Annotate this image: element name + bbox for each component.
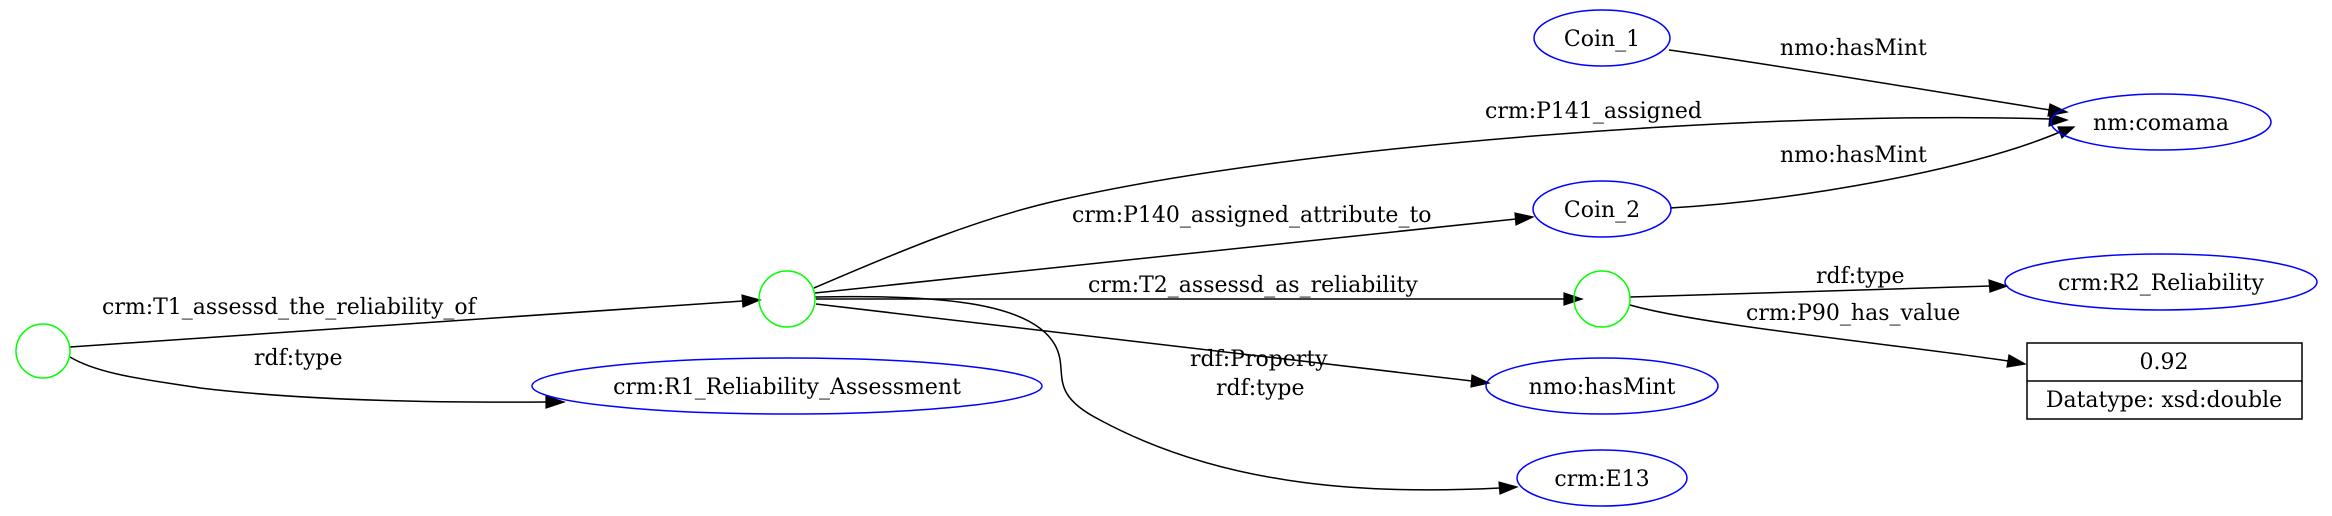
edge-label-p90-has-value: crm:P90_has_value bbox=[1746, 301, 1960, 326]
edge-label-t2-assessd: crm:T2_assessd_as_reliability bbox=[1088, 273, 1418, 298]
edge-p90-has-value bbox=[1629, 304, 2027, 368]
edge-p140-assigned bbox=[814, 212, 1535, 294]
edge-b3-type bbox=[1629, 279, 2009, 298]
node-coin-2: Coin_2 bbox=[1532, 180, 1672, 238]
edge-b2-type bbox=[814, 295, 1519, 495]
node-crm-r1-reliability-assessment: crm:R1_Reliability_Assessment bbox=[531, 357, 1043, 415]
blank-node-assessment bbox=[758, 270, 816, 328]
literal-value-label: 0.92 bbox=[2140, 350, 2189, 375]
node-nmo-hasmint-label: nmo:hasMint bbox=[1529, 375, 1676, 400]
node-coin-1: Coin_1 bbox=[1533, 9, 1671, 67]
edge-label-b3-type: rdf:type bbox=[1816, 264, 1905, 289]
edge-coin2-hasmint bbox=[1669, 126, 2076, 209]
edge-label-rdf-property: rdf:Property bbox=[1190, 347, 1328, 372]
edge-t2-assessd bbox=[816, 292, 1584, 306]
edge-label-t1-assessd: crm:T1_assessd_the_reliability_of bbox=[102, 295, 478, 320]
edge-coin1-hasmint bbox=[1668, 49, 2069, 117]
node-crm-e13: crm:E13 bbox=[1516, 449, 1688, 507]
literal-datatype-label: Datatype: xsd:double bbox=[2046, 388, 2282, 413]
node-coin-1-label: Coin_1 bbox=[1564, 27, 1640, 52]
node-crm-r1-reliability-assessment-label: crm:R1_Reliability_Assessment bbox=[613, 375, 961, 400]
edge-label-b1-type: rdf:type bbox=[254, 346, 343, 371]
node-crm-r2-reliability: crm:R2_Reliability bbox=[2004, 253, 2318, 311]
edge-t1-assessd bbox=[69, 294, 762, 348]
blank-node-reliability bbox=[1573, 270, 1631, 328]
edge-b1-type bbox=[69, 356, 566, 409]
node-literal-value: 0.92 Datatype: xsd:double bbox=[2026, 342, 2303, 420]
edge-label-coin2-hasmint: nmo:hasMint bbox=[1780, 143, 1927, 168]
node-nmo-hasmint: nmo:hasMint bbox=[1485, 357, 1719, 415]
node-nm-comama: nm:comama bbox=[2050, 93, 2272, 151]
edge-label-p140-assigned: crm:P140_assigned_attribute_to bbox=[1072, 203, 1432, 228]
node-coin-2-label: Coin_2 bbox=[1564, 198, 1640, 223]
edge-p141-assigned bbox=[813, 113, 2069, 289]
node-nm-comama-label: nm:comama bbox=[2093, 111, 2229, 136]
edge-label-p141-assigned: crm:P141_assigned bbox=[1485, 99, 1702, 124]
edge-label-coin1-hasmint: nmo:hasMint bbox=[1780, 36, 1927, 61]
node-crm-e13-label: crm:E13 bbox=[1554, 467, 1649, 492]
node-crm-r2-reliability-label: crm:R2_Reliability bbox=[2058, 271, 2264, 296]
edge-rdf-property bbox=[815, 303, 1491, 388]
edge-label-b2-type: rdf:type bbox=[1216, 376, 1305, 401]
blank-node-assessment-root bbox=[15, 323, 71, 379]
